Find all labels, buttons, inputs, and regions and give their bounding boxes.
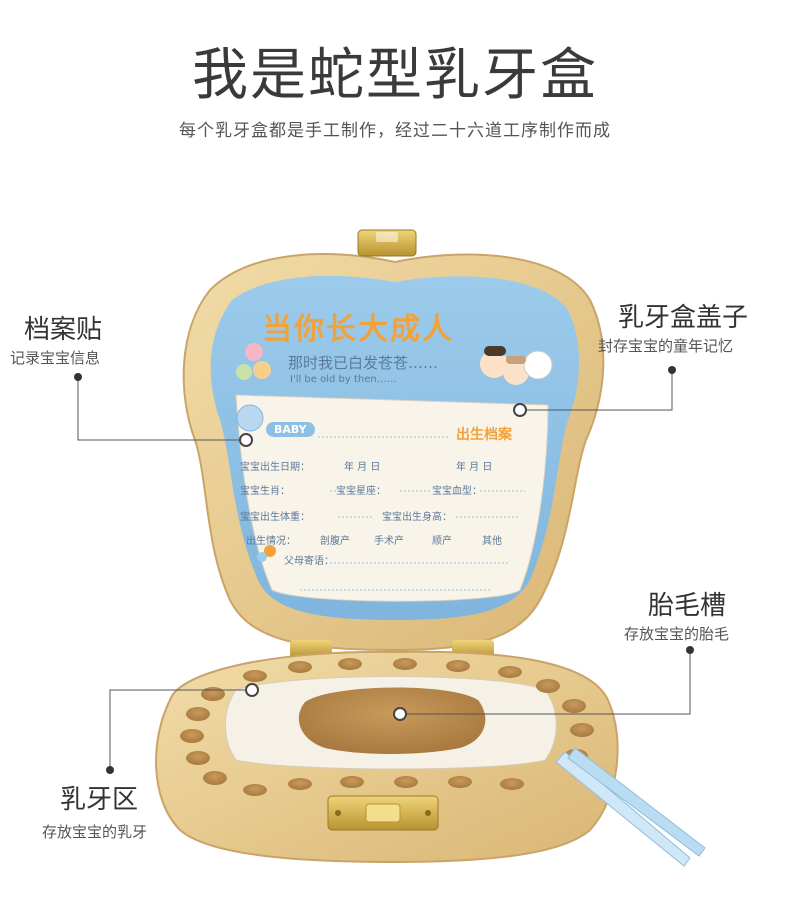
field-height: 宝宝出生身高： — [382, 512, 452, 523]
baby-badge: BABY — [266, 422, 315, 437]
card-line-1: 那时我已白发苍苍…… — [288, 354, 439, 372]
callout-teeth-desc: 存放宝宝的乳牙 — [42, 823, 148, 841]
field-birth-status: 出生情况： — [246, 536, 296, 547]
callout-archive-title: 档案贴 — [24, 315, 103, 345]
callout-hair-title: 胎毛槽 — [648, 591, 727, 621]
callout-teeth-title: 乳牙区 — [60, 785, 139, 815]
record-title: 出生档案 — [456, 427, 512, 443]
callout-lid-desc: 封存宝宝的童年记忆 — [598, 337, 734, 355]
field-opt-2: 手术产 — [374, 536, 404, 547]
callout-hair-desc: 存放宝宝的胎毛 — [624, 625, 730, 643]
field-zodiac: 宝宝生肖： — [240, 486, 290, 497]
card-line-2: I'll be old by then…… — [290, 374, 397, 385]
field-star-sign: 宝宝星座： — [336, 486, 386, 497]
field-opt-4: 其他 — [482, 536, 502, 547]
tweezers — [555, 747, 706, 867]
field-message: 父母寄语： — [284, 556, 334, 567]
callout-lid-title: 乳牙盒盖子 — [618, 303, 749, 333]
page-subtitle: 每个乳牙盒都是手工制作，经过二十六道工序制作而成 — [179, 121, 611, 141]
field-ymd-1: 年 月 日 — [344, 462, 381, 473]
field-weight: 宝宝出生体重： — [240, 512, 310, 523]
field-birthdate: 宝宝出生日期： — [240, 462, 310, 473]
field-opt-1: 剖腹产 — [320, 536, 350, 547]
field-ymd-2: 年 月 日 — [456, 462, 493, 473]
lid — [182, 253, 605, 652]
top-clasp — [357, 229, 417, 257]
card-banner: 当你长大成人 — [262, 312, 454, 347]
base-tray — [155, 650, 619, 864]
callout-archive-desc: 记录宝宝信息 — [10, 349, 101, 367]
page-title: 我是蛇型乳牙盒 — [192, 43, 598, 108]
field-opt-3: 顺产 — [432, 536, 452, 547]
field-blood: 宝宝血型： — [432, 486, 482, 497]
